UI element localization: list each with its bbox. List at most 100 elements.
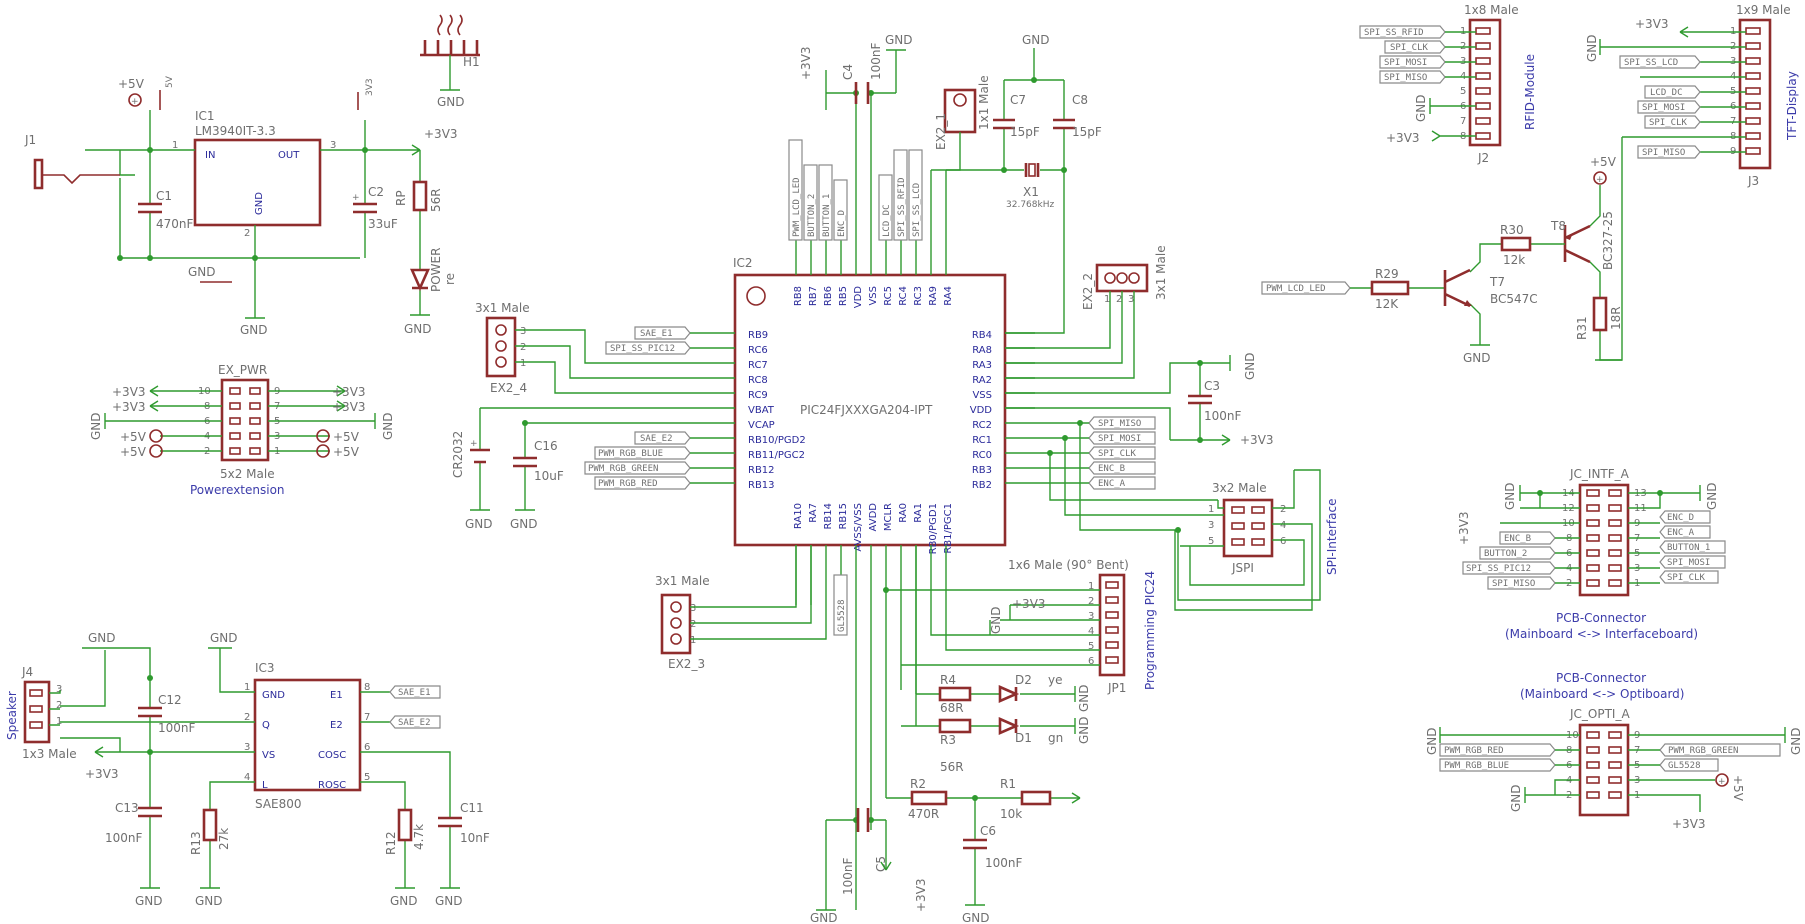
ex-pwr-3v3-r2: +3V3 (332, 400, 366, 414)
h1-gnd-label: GND (437, 95, 465, 109)
ic1-3v3-net: 3V3 (365, 78, 375, 96)
ic3-e2: E2 (330, 720, 343, 731)
ic3-sae800: IC3 SAE800 GND Q VS L E1 E2 COSC ROSC 1 … (244, 661, 370, 811)
net-spi-ss-rfid-j2: SPI_SS_RFID (1364, 28, 1424, 38)
pin-rc8: RC8 (748, 375, 768, 386)
pin-vss: VSS (972, 390, 992, 401)
ic3-rosc: ROSC (318, 780, 346, 791)
r31-label: R31 (1575, 316, 1589, 340)
c13-gnd: GND (135, 894, 163, 908)
net-spi-miso-r: SPI_MISO (1098, 419, 1141, 429)
svg-text:2: 2 (1088, 596, 1094, 607)
net-spi-clk-r: SPI_CLK (1098, 449, 1137, 459)
svg-text:5: 5 (1088, 641, 1094, 652)
net-spi-mosi-j2: SPI_MOSI (1384, 58, 1427, 68)
ex2-1-label: EX2_1 (934, 113, 948, 150)
pin-rc6: RC6 (748, 345, 768, 356)
jp1-connector: 123 456 1x6 Male (90° Bent) JP1 Programm… (883, 558, 1157, 695)
c3-value: 100nF (1204, 409, 1242, 423)
pin-rb6: RB6 (823, 286, 834, 306)
ic1-gnd-label: GND (240, 323, 268, 337)
ic3-part: SAE800 (255, 797, 302, 811)
c11-label: C11 (460, 801, 484, 815)
svg-text:+: + (1718, 777, 1726, 787)
ic1-in: IN (205, 150, 215, 161)
rp-value: 56R (429, 188, 443, 212)
ex-pwr-3v3-r1: +3V3 (332, 385, 366, 399)
ex-pwr-5v-l1: +5V (120, 430, 147, 444)
c8-label: C8 (1072, 93, 1088, 107)
ic1-pin3: 3 (330, 140, 336, 151)
net-pwm-lcd-led-t7: PWM_LCD_LED (1266, 284, 1326, 294)
ic2-pic24: IC2 PIC24FJXXXGA204-IPT RB9 RC6 RC7 RC8 … (733, 256, 1007, 554)
c3-decoupling: GND C3 100nF +3V3 (1005, 352, 1274, 447)
svg-text:+: + (131, 97, 139, 107)
ic3-gnd-tl: GND (88, 631, 116, 645)
ic3-vs: VS (262, 750, 275, 761)
c5-decoupling: 100nF C5 GND +3V3 (810, 808, 928, 924)
svg-text:6: 6 (1280, 536, 1286, 547)
net-spi-ss-rfid: SPI_SS_RFID (897, 177, 907, 237)
ex2-4-type: 3x1 Male (475, 301, 530, 315)
c4-3v3-label: +3V3 (799, 46, 813, 80)
pin-ra2: RA2 (972, 375, 992, 386)
ic2-part: PIC24FJXXXGA204-IPT (800, 403, 933, 417)
ic3-pin5: 5 (364, 772, 370, 783)
net-spi-ss-lcd: SPI_SS_LCD (912, 183, 922, 237)
ex2-4-connector: 321 3x1 Male EX2_4 (475, 301, 705, 395)
power-led: RP 56R POWER re GND (394, 150, 457, 336)
jspi-caption: SPI-Interface (1325, 499, 1339, 575)
ic3-wiring: GND GND C12 100nF C13 100nF +3V3 R13 27k… (60, 631, 490, 908)
pin-rb10: RB10/PGD2 (748, 435, 806, 446)
c12-value: 100nF (158, 721, 196, 735)
net-spi-mosi-r: SPI_MOSI (1098, 434, 1141, 444)
ex-pwr-gnd-r: GND (381, 412, 395, 440)
pin-rc1: RC1 (972, 435, 992, 446)
c2-label: C2 (368, 185, 384, 199)
ic3-gnd-t: GND (210, 631, 238, 645)
svg-text:6: 6 (1088, 656, 1094, 667)
xtal-gnd-label: GND (1022, 33, 1050, 47)
pin-ra9: RA9 (928, 286, 939, 306)
j3-caption: TFT-Display (1785, 71, 1799, 141)
pin-rb2: RB2 (972, 480, 992, 491)
r30-value: 12k (1503, 253, 1525, 267)
pin-rc4: RC4 (898, 286, 909, 306)
r29-value: 12K (1375, 297, 1399, 311)
c1-value: 470nF (156, 217, 194, 231)
net-pwm-rgb-blue-l: PWM_RGB_BLUE (598, 449, 663, 459)
ex2-1-connector: EX2_1 1x1 Male (931, 75, 991, 171)
j4-caption: Speaker (5, 691, 19, 740)
c7-label: C7 (1010, 93, 1026, 107)
svg-text:3: 3 (690, 603, 696, 614)
r13-gnd: GND (195, 894, 223, 908)
pin-rb4: RB4 (972, 330, 992, 341)
jspi-type: 3x2 Male (1212, 481, 1267, 495)
ex2-4-label: EX2_4 (490, 381, 527, 395)
ic3-cosc: COSC (318, 750, 346, 761)
ex2-2-type: 3x1 Male (1154, 245, 1168, 300)
jc-intf-gnd-l: GND (1503, 482, 1517, 510)
jc-opti-caption2: (Mainboard <-> Optiboard) (1520, 687, 1684, 701)
pin-ra7: RA7 (808, 503, 819, 523)
jp1-label: JP1 (1107, 681, 1126, 695)
pin-rb5: RB5 (838, 286, 849, 306)
pin-ra3: RA3 (972, 360, 992, 371)
svg-text:2: 2 (520, 342, 526, 353)
battery-vcap: + CR2032 C16 10uF GND GND (451, 407, 705, 531)
ic3-pin6: 6 (364, 742, 370, 753)
pin-ra1: RA1 (913, 503, 924, 523)
pin-rb0: RB0/PGD1 (928, 503, 939, 554)
ic2-right-net-labels: SPI_MISO SPI_MOSI SPI_CLK ENC_B ENC_A (1035, 416, 1218, 531)
ic3-l: L (262, 780, 268, 791)
pin-vcap: VCAP (748, 420, 775, 431)
h1-label: H1 (463, 55, 480, 69)
d2-gnd-label: GND (1077, 684, 1091, 712)
j2-type: 1x8 Male (1464, 3, 1519, 17)
jc-intf-caption1: PCB-Connector (1556, 611, 1646, 625)
ex-pwr-label: EX_PWR (218, 363, 267, 377)
ic2-left-pins: RB9 RC6 RC7 RC8 RC9 VBAT VCAP RB10/PGD2 … (748, 330, 806, 491)
x1-label: X1 (1023, 185, 1039, 199)
pin-vss-top: VSS (868, 286, 879, 306)
